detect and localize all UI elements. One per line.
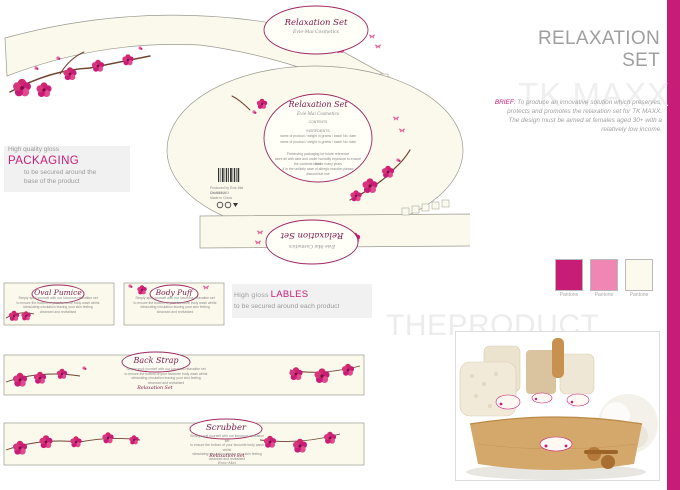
base-info-oval: [263, 93, 373, 183]
label-body-line: stimulating circulation leaving your ski…: [140, 305, 210, 309]
top-strip-subtitle: Evie-Mai Cosmetics: [292, 30, 340, 35]
tk-maxx-watermark: TK MAXX: [518, 76, 670, 113]
brief-line: The design must be aimed at females aged…: [508, 117, 662, 124]
label-body-line: stimulating circulation leaving your ski…: [23, 305, 93, 309]
info-line: store all with care and under humidity e…: [274, 157, 362, 166]
packaging-oval-tabs: [401, 199, 450, 216]
label-body-line: to ensure the bottom of your favourite b…: [16, 300, 100, 305]
label-title: Scrubber: [205, 423, 247, 433]
label-body-line: stimulating circulation leaving your ski…: [192, 452, 262, 456]
label-body-line: to ensure the bottom of your favourite b…: [133, 300, 217, 305]
page-title: RELAXATION SET: [490, 28, 660, 72]
labels-note-line: High gloss LABLES: [234, 289, 308, 300]
label-body-line: Simply spoil yourself with our luxurious…: [18, 296, 98, 300]
label-title: Body Puff: [155, 288, 193, 297]
brief-line: relatively low income.: [601, 126, 662, 133]
contents-heading: CONTENTS: [308, 120, 328, 124]
back-strap-title-oval: [121, 351, 191, 373]
label-body: Simply spoil yourself with our luxurious…: [130, 296, 220, 314]
bottom-strip-subtitle: Evie-Mai Cosmetics: [288, 243, 336, 248]
accent-bar: [667, 0, 680, 490]
packaging-dieline: [4, 5, 470, 265]
packaging-note-line: to be secured around the: [24, 169, 97, 176]
top-strip-title-oval: [263, 5, 369, 55]
info-line: Preserving packaging for future referenc…: [286, 152, 350, 156]
label-body-line: cleansed and revitalised: [147, 380, 185, 385]
product-photo-illustration: [459, 338, 658, 480]
recycle-icon: [216, 201, 238, 209]
label-body: Simply spoil yourself with our luxurious…: [188, 434, 266, 461]
producer-line: Made in China: [210, 196, 232, 200]
label-body: Simply spoil yourself with our luxurious…: [10, 296, 106, 314]
label-signature: Relaxation Set: [209, 454, 245, 459]
swatch-pink: [590, 259, 618, 291]
label-body: Simply spoil yourself with our luxurious…: [118, 367, 214, 385]
packaging-note-sub: to be secured around the base of the pro…: [24, 169, 134, 186]
top-strip-title: Relaxation Set: [284, 18, 348, 28]
ingredient-line: name of product / weight in grams / batc…: [280, 134, 356, 138]
label-body-line: Simply spoil yourself with our luxurious…: [135, 296, 215, 300]
ingredient-line: name of product / weight in grams / batc…: [280, 140, 356, 144]
swatch-label: Pantone: [559, 292, 579, 298]
producer-line: UK BS3 2XX: [210, 191, 230, 195]
label-body-line: Simply spoil yourself with our luxurious…: [190, 434, 264, 443]
body-puff-title-oval: [149, 284, 199, 304]
base-subtitle: Evie-Mai Cosmetics: [297, 111, 339, 116]
scrubber-label: [3, 422, 365, 466]
label-sheets: [3, 282, 365, 466]
label-body-line: Simply spoil yourself with our luxurious…: [126, 367, 206, 371]
label-body-line: to ensure the bottom of your favourite b…: [190, 443, 264, 452]
brief-label: BRIEF:: [494, 99, 516, 106]
brief-text: BRIEF: To produce an innovative solution…: [452, 98, 662, 134]
product-photo: [455, 331, 660, 481]
labels-note-prefix: High gloss: [234, 292, 269, 299]
scrubber-title-oval: [189, 418, 263, 440]
packaging-note-line: base of the product: [24, 177, 80, 185]
barcode-icon: [218, 168, 240, 182]
label-body-line: cleansed and revitalised: [208, 456, 246, 461]
bottom-strip-title: Relaxation Set: [280, 230, 344, 240]
label-body-line: cleansed and revitalised: [156, 309, 194, 314]
bottom-strip-title-oval: [265, 219, 359, 265]
label-title: Oval Pumice: [34, 288, 82, 297]
label-signature-sub: Evie-Mai: [218, 460, 236, 465]
swatch-label: Pantone: [629, 292, 649, 298]
packaging-note-line: High quality gloss: [8, 146, 59, 153]
producer-line: Produced by Evie-Mai Cosmetics: [210, 186, 244, 195]
label-signature: Relaxation Set: [137, 386, 173, 391]
info-line: if in the unlikely case of allergic reac…: [282, 167, 354, 176]
info-line: the contents last for many years: [293, 162, 343, 166]
swatch-label: Pantone: [594, 292, 614, 298]
brief-line: protects and promotes the relaxation set…: [507, 108, 662, 115]
oval-pumice-title-oval: [31, 284, 85, 304]
swatch-cream: [625, 259, 653, 291]
swatch-magenta: [555, 259, 583, 291]
labels-note-sub: to be secured around each product: [234, 303, 340, 310]
label-body-line: stimulating circulation leaving your ski…: [131, 376, 201, 380]
title-line: RELAXATION: [538, 28, 660, 49]
labels-note-band: [232, 284, 372, 318]
label-title: Back Strap: [133, 356, 179, 365]
packaging-heading: PACKAGING: [8, 155, 80, 167]
brief-line: To produce an innovative solution which …: [517, 99, 662, 106]
title-line: SET: [622, 50, 660, 71]
packaging-note-band: [4, 146, 130, 192]
label-body-line: cleansed and revitalised: [39, 309, 77, 314]
labels-heading: LABLES: [270, 289, 309, 300]
label-body-line: to ensure the bottom of your favourite b…: [124, 371, 208, 376]
base-title: Relaxation Set: [288, 100, 348, 109]
ingredients-heading: INGREDIENTS: [306, 129, 330, 133]
